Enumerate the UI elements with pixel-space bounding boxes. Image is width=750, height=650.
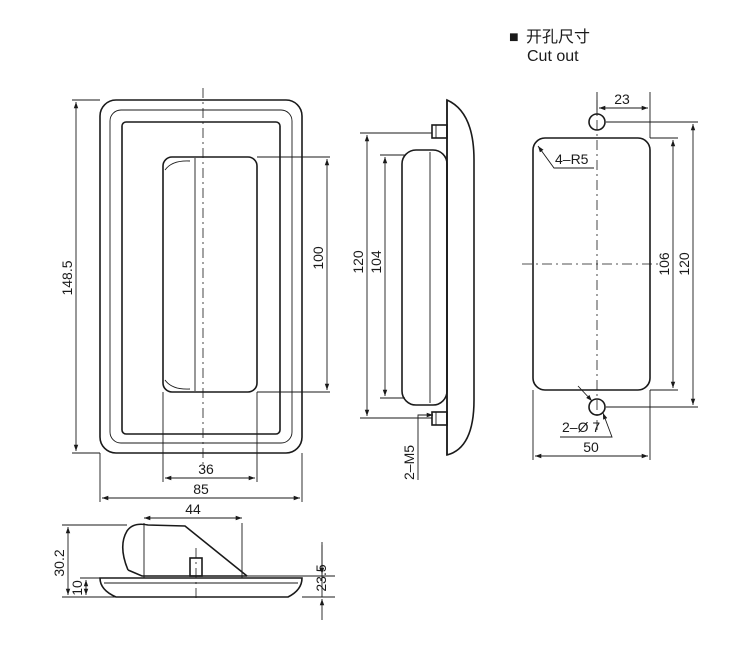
dim-bottom-overall: 23.5 xyxy=(313,564,329,591)
bottom-grip-profile xyxy=(121,523,248,577)
hole-leader xyxy=(560,412,613,438)
dim-cutout-height: 106 xyxy=(656,252,672,276)
dim-cutout-overall-height: 120 xyxy=(676,252,692,276)
side-view: 120 104 2–M5 xyxy=(350,98,475,480)
dim-side-height: 120 xyxy=(350,250,366,274)
side-body xyxy=(401,149,448,406)
dim-cutout-width: 50 xyxy=(583,439,599,455)
dim-bottom-base: 10 xyxy=(69,580,85,596)
side-flange xyxy=(446,98,475,457)
front-inner-frame xyxy=(121,121,281,435)
dim-bottom-width: 44 xyxy=(185,501,201,517)
thread-leader xyxy=(417,412,433,480)
dim-front-width: 85 xyxy=(193,481,209,497)
bottom-view: 44 30.2 10 23.5 xyxy=(51,501,335,620)
title-chinese: 开孔尺寸 xyxy=(526,28,590,46)
thread-label: 2–M5 xyxy=(401,445,417,480)
front-view: 148.5 100 36 85 xyxy=(59,88,330,502)
side-stud-top xyxy=(431,124,448,139)
dim-hole-spacing: 23 xyxy=(614,91,630,107)
front-grip-recess xyxy=(162,156,258,393)
cutout-title: ■ 开孔尺寸 Cut out xyxy=(509,28,590,65)
dim-side-inner-height: 104 xyxy=(368,250,384,274)
radius-leader xyxy=(537,145,594,169)
front-outer-frame xyxy=(99,99,303,454)
corner-radius-label: 4–R5 xyxy=(555,151,589,167)
cutout-view: 23 4–R5 106 120 2–Ø 7 50 xyxy=(522,91,698,460)
hole-label: 2–Ø 7 xyxy=(562,419,600,435)
title-marker: ■ xyxy=(509,29,519,46)
dim-front-inner-width: 36 xyxy=(198,461,214,477)
dim-front-inner-height: 100 xyxy=(310,246,326,270)
front-frame-step xyxy=(109,109,293,444)
bottom-flange xyxy=(99,577,303,598)
dim-front-height: 148.5 xyxy=(59,260,75,295)
title-english: Cut out xyxy=(527,48,579,65)
dim-bottom-height: 30.2 xyxy=(51,549,67,576)
side-stud-bottom xyxy=(431,411,448,426)
